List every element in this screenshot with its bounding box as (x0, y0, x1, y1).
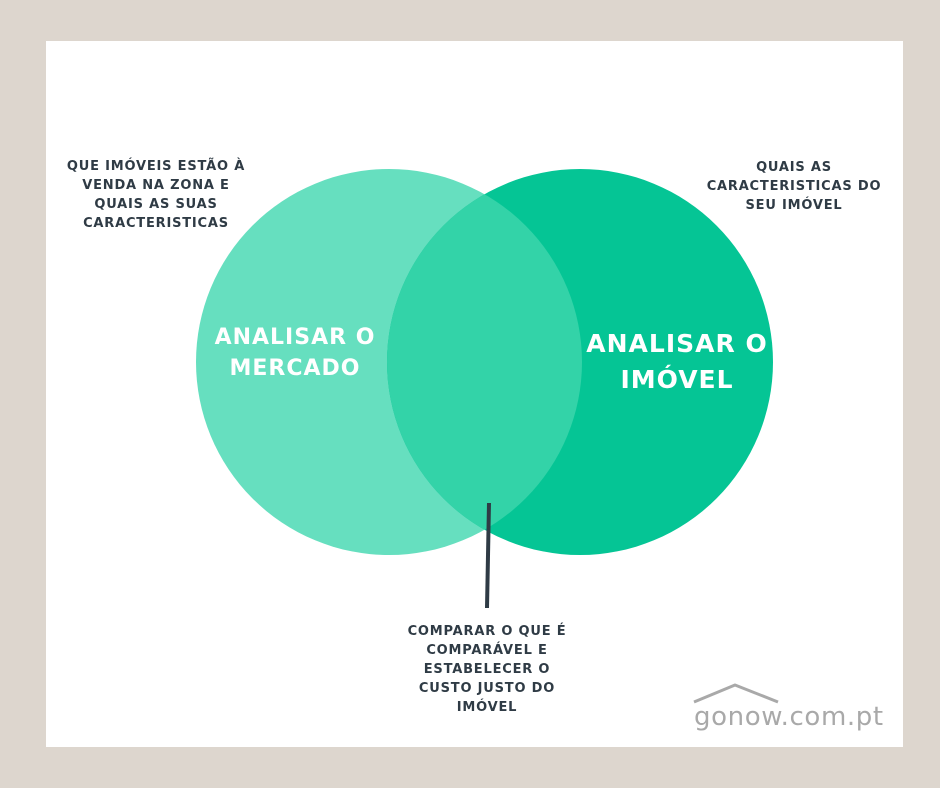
market-note: QUE IMÓVEIS ESTÃO À VENDA NA ZONA E QUAI… (66, 159, 246, 231)
brand-name: gonow.com.pt (694, 702, 884, 732)
market-circle-label: ANALISAR O MERCADO (214, 325, 376, 381)
comparison-note: COMPARAR O QUE É COMPARÁVEL E ESTABELECE… (407, 624, 567, 715)
brand-logo: gonow.com.pt (692, 680, 892, 740)
property-circle-label: ANALISAR O IMÓVEL (586, 329, 768, 394)
house-roof-icon (693, 683, 779, 704)
intersection-area (387, 169, 582, 555)
property-note: QUAIS AS CARACTERISTICAS DO SEU IMÓVEL (706, 160, 882, 213)
intersection-pointer-line (485, 502, 491, 609)
